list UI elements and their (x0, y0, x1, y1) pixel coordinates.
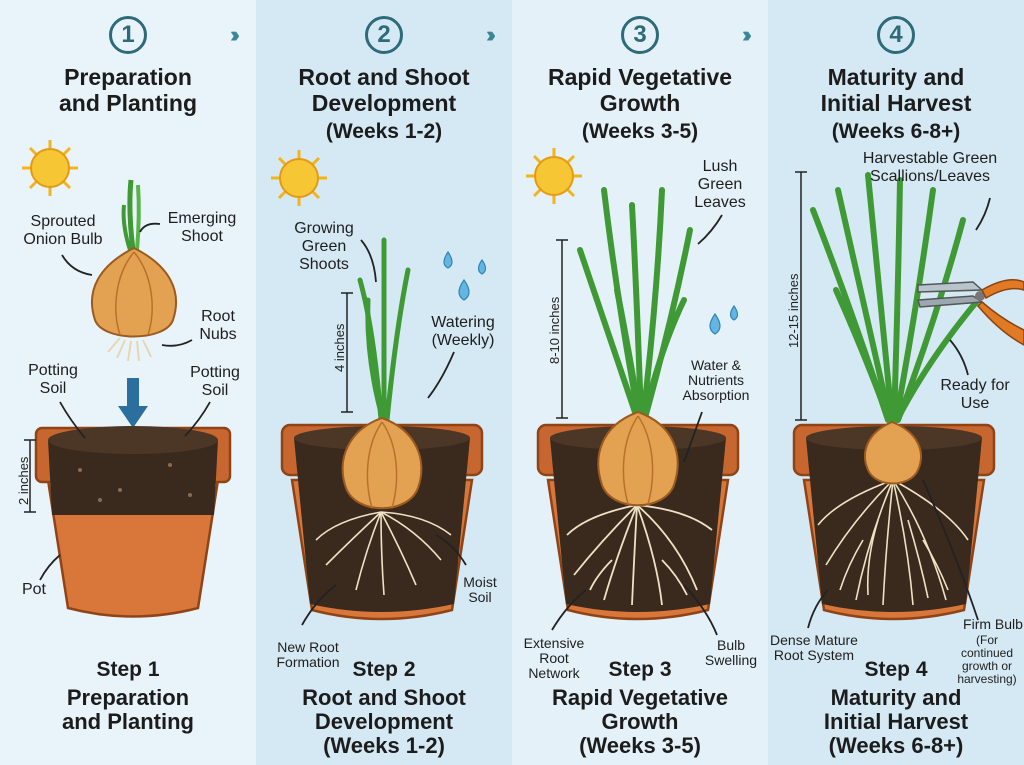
step-1-illustration (22, 140, 232, 618)
label-dense-root: Dense Mature Root System (770, 632, 858, 663)
chevron-right-icon: ››› (230, 22, 240, 47)
step-number-badge: 1 (109, 16, 147, 54)
label-sprouted-bulb: Sprouted Onion Bulb (23, 213, 103, 248)
label-root-nubs: Root Nubs (199, 308, 237, 343)
onion-bulb (864, 420, 922, 485)
step-label: Step 1 (96, 658, 160, 681)
height-measure: 4 inches (332, 323, 347, 372)
onion-bulb (341, 416, 423, 510)
step-subtitle: (Weeks 6-8+) (831, 120, 961, 143)
label-firm-bulb-note: (For continued growth or harvesting) (957, 633, 1017, 686)
label-lush-leaves: Lush Green Leaves (694, 158, 746, 211)
onion-bulb (597, 410, 679, 507)
step-subtitle: (Weeks 1-2) (325, 120, 443, 143)
step-2-illustration (271, 150, 487, 626)
onion-bulb (90, 246, 178, 338)
step-number-badge: 2 (365, 16, 403, 54)
sun-icon (526, 148, 582, 204)
step-3-illustration (526, 148, 740, 636)
step-label: Step 4 (864, 658, 928, 681)
step-label: Step 3 (608, 658, 672, 681)
label-potting-soil-left: Potting Soil (28, 362, 78, 397)
sun-icon (271, 150, 327, 206)
label-growing-shoots: Growing Green Shoots (294, 220, 354, 273)
label-harvestable: Harvestable Green Scallions/Leaves (862, 150, 998, 185)
chevron-right-icon: ››› (486, 22, 496, 47)
step-4-illustration (792, 171, 1024, 629)
label-ready-for-use: Ready for Use (940, 377, 1010, 412)
label-emerging-shoot: Emerging Shoot (167, 210, 237, 245)
chevron-right-icon: ››› (742, 22, 752, 47)
step-number-badge: 3 (621, 16, 659, 54)
step-subtitle: (Weeks 3-5) (581, 120, 699, 143)
label-watering: Watering (Weekly) (431, 314, 495, 349)
water-drop-icon (709, 304, 739, 335)
label-bulb-swelling: Bulb Swelling (704, 637, 758, 668)
label-potting-soil-right: Potting Soil (190, 364, 240, 399)
label-new-root: New Root Formation (276, 639, 340, 670)
label-water-absorption: Water & Nutrients Absorption (682, 357, 750, 403)
step-number-badge: 4 (877, 16, 915, 54)
label-pot: Pot (21, 581, 46, 598)
step-label: Step 2 (352, 658, 416, 681)
depth-measure: 2 inches (16, 456, 31, 505)
sun-icon (22, 140, 78, 196)
label-firm-bulb: Firm Bulb (963, 616, 1023, 632)
height-measure: 8-10 inches (547, 296, 562, 364)
label-root-network: Extensive Root Network (523, 635, 585, 681)
label-moist-soil: Moist Soil (463, 574, 497, 605)
water-drop-icon (443, 250, 487, 301)
arrow-down-icon (118, 378, 148, 428)
height-measure: 12-15 inches (786, 273, 801, 348)
pruning-shears-icon (917, 279, 1024, 346)
